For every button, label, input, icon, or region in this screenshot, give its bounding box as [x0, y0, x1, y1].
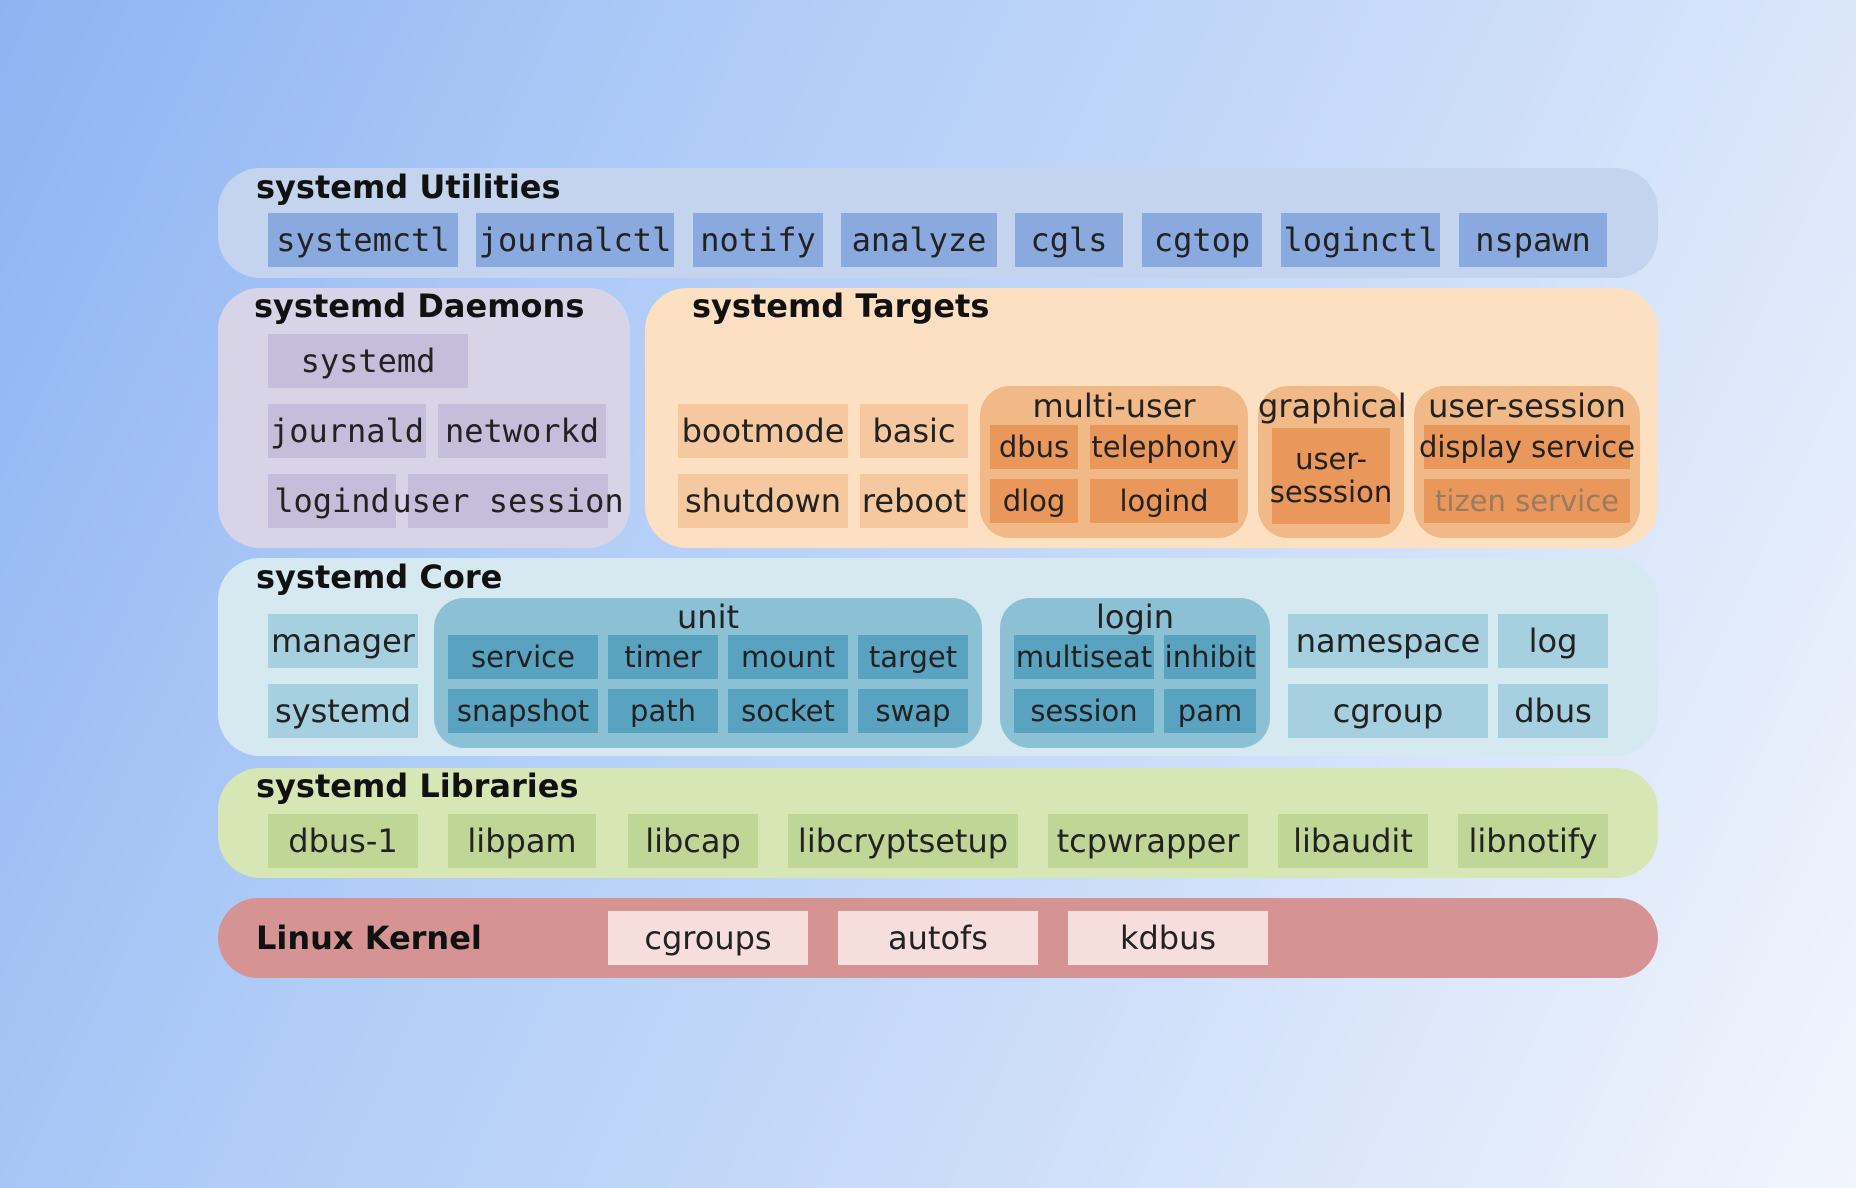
- daemon-logind: logind: [268, 474, 396, 528]
- core-namespace: namespace: [1288, 614, 1488, 668]
- library-libcryptsetup: libcryptsetup: [788, 814, 1018, 868]
- libraries-title: systemd Libraries: [256, 767, 579, 805]
- multi-user-telephony: telephony: [1090, 425, 1238, 469]
- daemon-journald: journald: [268, 404, 426, 458]
- user-session-label: user-session: [1428, 387, 1626, 425]
- login-session: session: [1014, 689, 1154, 733]
- daemon-user-session: user session: [392, 474, 624, 528]
- core-title: systemd Core: [256, 558, 503, 596]
- multi-user-dbus: dbus: [990, 425, 1078, 469]
- target-basic: basic: [860, 404, 968, 458]
- utility-notify: notify: [693, 213, 823, 267]
- utility-cgls: cgls: [1015, 213, 1123, 267]
- core-dbus: dbus: [1498, 684, 1608, 738]
- multi-user-dlog: dlog: [990, 479, 1078, 523]
- utility-journalctl: journalctl: [476, 213, 674, 267]
- unit-label: unit: [677, 598, 739, 636]
- multi-user-logind: logind: [1090, 479, 1238, 523]
- kernel-title: Linux Kernel: [256, 919, 482, 957]
- graphical-user-session: user- sesssion: [1270, 428, 1392, 524]
- kernel-cgroups: cgroups: [608, 911, 808, 965]
- library-libpam: libpam: [448, 814, 596, 868]
- kernel-autofs: autofs: [838, 911, 1038, 965]
- unit-path: path: [608, 689, 718, 733]
- target-bootmode: bootmode: [678, 404, 848, 458]
- unit-mount: mount: [728, 635, 848, 679]
- library-dbus-1: dbus-1: [268, 814, 418, 868]
- login-label: login: [1096, 598, 1174, 636]
- unit-swap: swap: [858, 689, 968, 733]
- core-systemd: systemd: [268, 684, 418, 738]
- target-reboot: reboot: [860, 474, 968, 528]
- unit-service: service: [448, 635, 598, 679]
- library-libnotify: libnotify: [1458, 814, 1608, 868]
- targets-title: systemd Targets: [692, 287, 990, 325]
- daemon-systemd: systemd: [268, 334, 468, 388]
- login-pam: pam: [1164, 689, 1256, 733]
- graphical-label: graphical: [1258, 387, 1407, 425]
- user-session-tizen-service: tizen service: [1424, 479, 1630, 523]
- unit-snapshot: snapshot: [448, 689, 598, 733]
- library-tcpwrapper: tcpwrapper: [1048, 814, 1248, 868]
- core-cgroup: cgroup: [1288, 684, 1488, 738]
- unit-socket: socket: [728, 689, 848, 733]
- daemons-title: systemd Daemons: [254, 287, 585, 325]
- core-log: log: [1498, 614, 1608, 668]
- utility-cgtop: cgtop: [1142, 213, 1262, 267]
- utility-systemctl: systemctl: [268, 213, 458, 267]
- multi-user-label: multi-user: [1032, 387, 1196, 425]
- library-libcap: libcap: [628, 814, 758, 868]
- unit-timer: timer: [608, 635, 718, 679]
- unit-target: target: [858, 635, 968, 679]
- target-shutdown: shutdown: [678, 474, 848, 528]
- daemon-networkd: networkd: [438, 404, 606, 458]
- core-manager: manager: [268, 614, 418, 668]
- utilities-title: systemd Utilities: [256, 168, 561, 206]
- library-libaudit: libaudit: [1278, 814, 1428, 868]
- kernel-kdbus: kdbus: [1068, 911, 1268, 965]
- user-session-display-service: display service: [1419, 425, 1635, 469]
- utility-nspawn: nspawn: [1459, 213, 1607, 267]
- utility-loginctl: loginctl: [1281, 213, 1440, 267]
- login-inhibit: inhibit: [1164, 635, 1256, 679]
- utility-analyze: analyze: [841, 213, 997, 267]
- login-multiseat: multiseat: [1014, 635, 1154, 679]
